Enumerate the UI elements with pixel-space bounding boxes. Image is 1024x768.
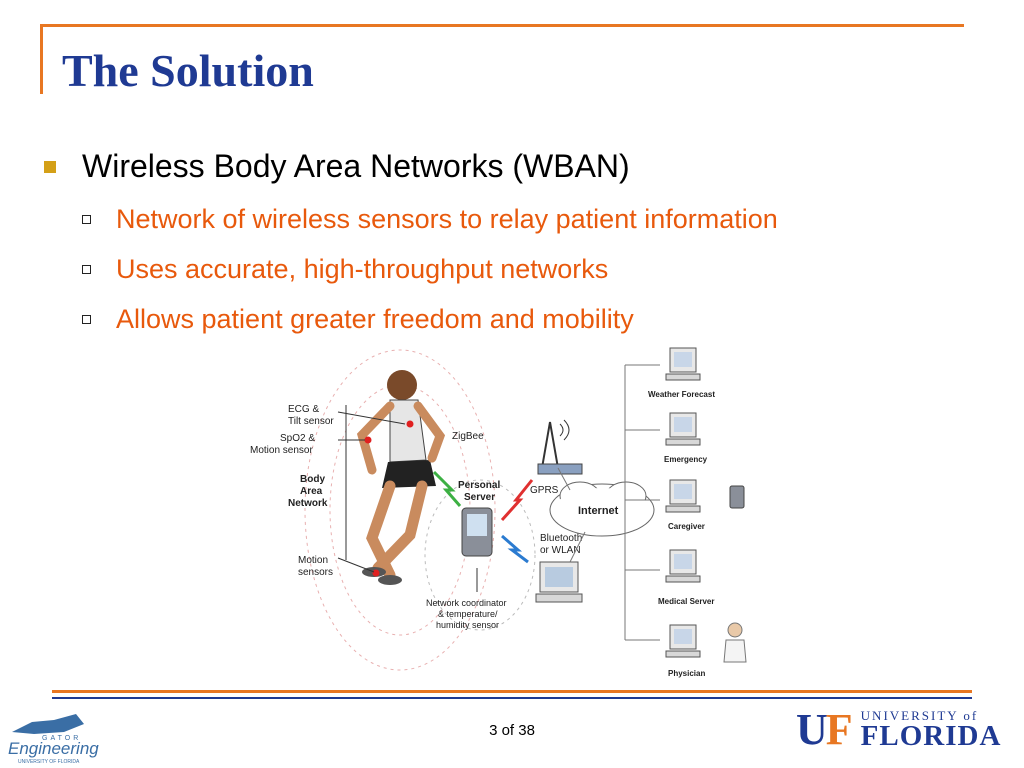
sensor-pointer-lines [337,405,406,573]
spo2-label: SpO2 & [280,433,315,444]
gprs-label: GPRS [530,485,559,496]
main-bullet-text: Wireless Body Area Networks (WBAN) [82,148,630,184]
page-number: 3 of 38 [489,722,535,739]
ban-label: Body [300,474,325,485]
uf-monogram: UF [796,705,853,754]
computer-icon [665,347,701,381]
square-bullet-icon [44,160,56,173]
ban-range-ring [304,349,496,671]
footer-blue-line [52,697,972,699]
uf-wordmark: UNIVERSITY of FLORIDA [860,708,1002,752]
top-border-line [40,24,964,27]
medical-server-label: Medical Server [658,597,714,606]
zigbee-label: ZigBee [452,431,484,442]
bluetooth-signal-icon [501,534,529,564]
hollow-square-bullet-icon [82,265,91,274]
motion-label: sensors [298,567,333,578]
coordinator-label: humidity sensor [436,620,499,630]
gprs-signal-icon [500,479,534,522]
computer-icon [665,624,701,658]
spo2-sensor-dot [364,436,372,444]
weather-label: Weather Forecast [648,390,715,399]
ban-label: Network [288,498,328,509]
sub-bullet-text: Uses accurate, high-throughput networks [116,254,609,284]
computer-icon [665,549,701,583]
ecg-label: Tilt sensor [288,416,334,427]
personal-server-label: Server [464,492,495,503]
computer-icon [535,561,583,603]
ecg-label: ECG & [288,404,319,415]
ban-label: Area [300,486,323,497]
network-lines [557,364,660,641]
physician-icon [723,622,747,663]
sub-bullet: Network of wireless sensors to relay pat… [82,204,778,235]
engineering-logo-text: Engineering [8,739,99,758]
university-logo-text: UNIVERSITY OF FLORIDA [18,759,80,765]
sub-bullet: Allows patient greater freedom and mobil… [82,304,634,335]
main-bullet: Wireless Body Area Networks (WBAN) [44,148,630,185]
zigbee-signal-icon [432,470,462,507]
uf-logo: UF UNIVERSITY of FLORIDA [796,708,1001,752]
ecg-sensor-dot [406,420,414,428]
gator-engineering-logo: GATOR Engineering UNIVERSITY OF FLORIDA [8,714,99,765]
motion-sensor-dot [372,569,380,577]
hollow-square-bullet-icon [82,215,91,224]
spo2-label: Motion sensor [250,445,313,456]
physician-label: Physician [668,669,705,678]
sub-bullet: Uses accurate, high-throughput networks [82,254,608,285]
pda-icon [729,485,745,509]
bluetooth-label: or WLAN [540,545,581,556]
computer-icon [665,412,701,446]
server-range-ring [424,479,536,631]
runner-icon [356,370,446,585]
footer-orange-line [52,690,972,693]
pda-icon [461,507,493,557]
sub-bullet-text: Network of wireless sensors to relay pat… [116,204,778,234]
sub-bullet-text: Allows patient greater freedom and mobil… [116,304,634,334]
hollow-square-bullet-icon [82,315,91,324]
wban-diagram: ECG & Tilt sensor SpO2 & Motion sensor B… [250,347,747,678]
gator-icon [12,714,84,734]
personal-server-label: Personal [458,480,500,491]
coordinator-label: Network coordinator [426,598,507,608]
motion-label: Motion [298,555,328,566]
cell-tower-icon [537,419,583,475]
computer-icon [665,479,701,513]
gator-logo-text: GATOR [42,735,81,742]
slide-title: The Solution [62,45,314,96]
caregiver-label: Caregiver [668,522,705,531]
left-border-line [40,24,43,94]
coordinator-label: & temperature/ [438,609,498,619]
bluetooth-label: Bluetooth [540,533,582,544]
emergency-label: Emergency [664,455,708,464]
internet-label: Internet [578,505,619,517]
